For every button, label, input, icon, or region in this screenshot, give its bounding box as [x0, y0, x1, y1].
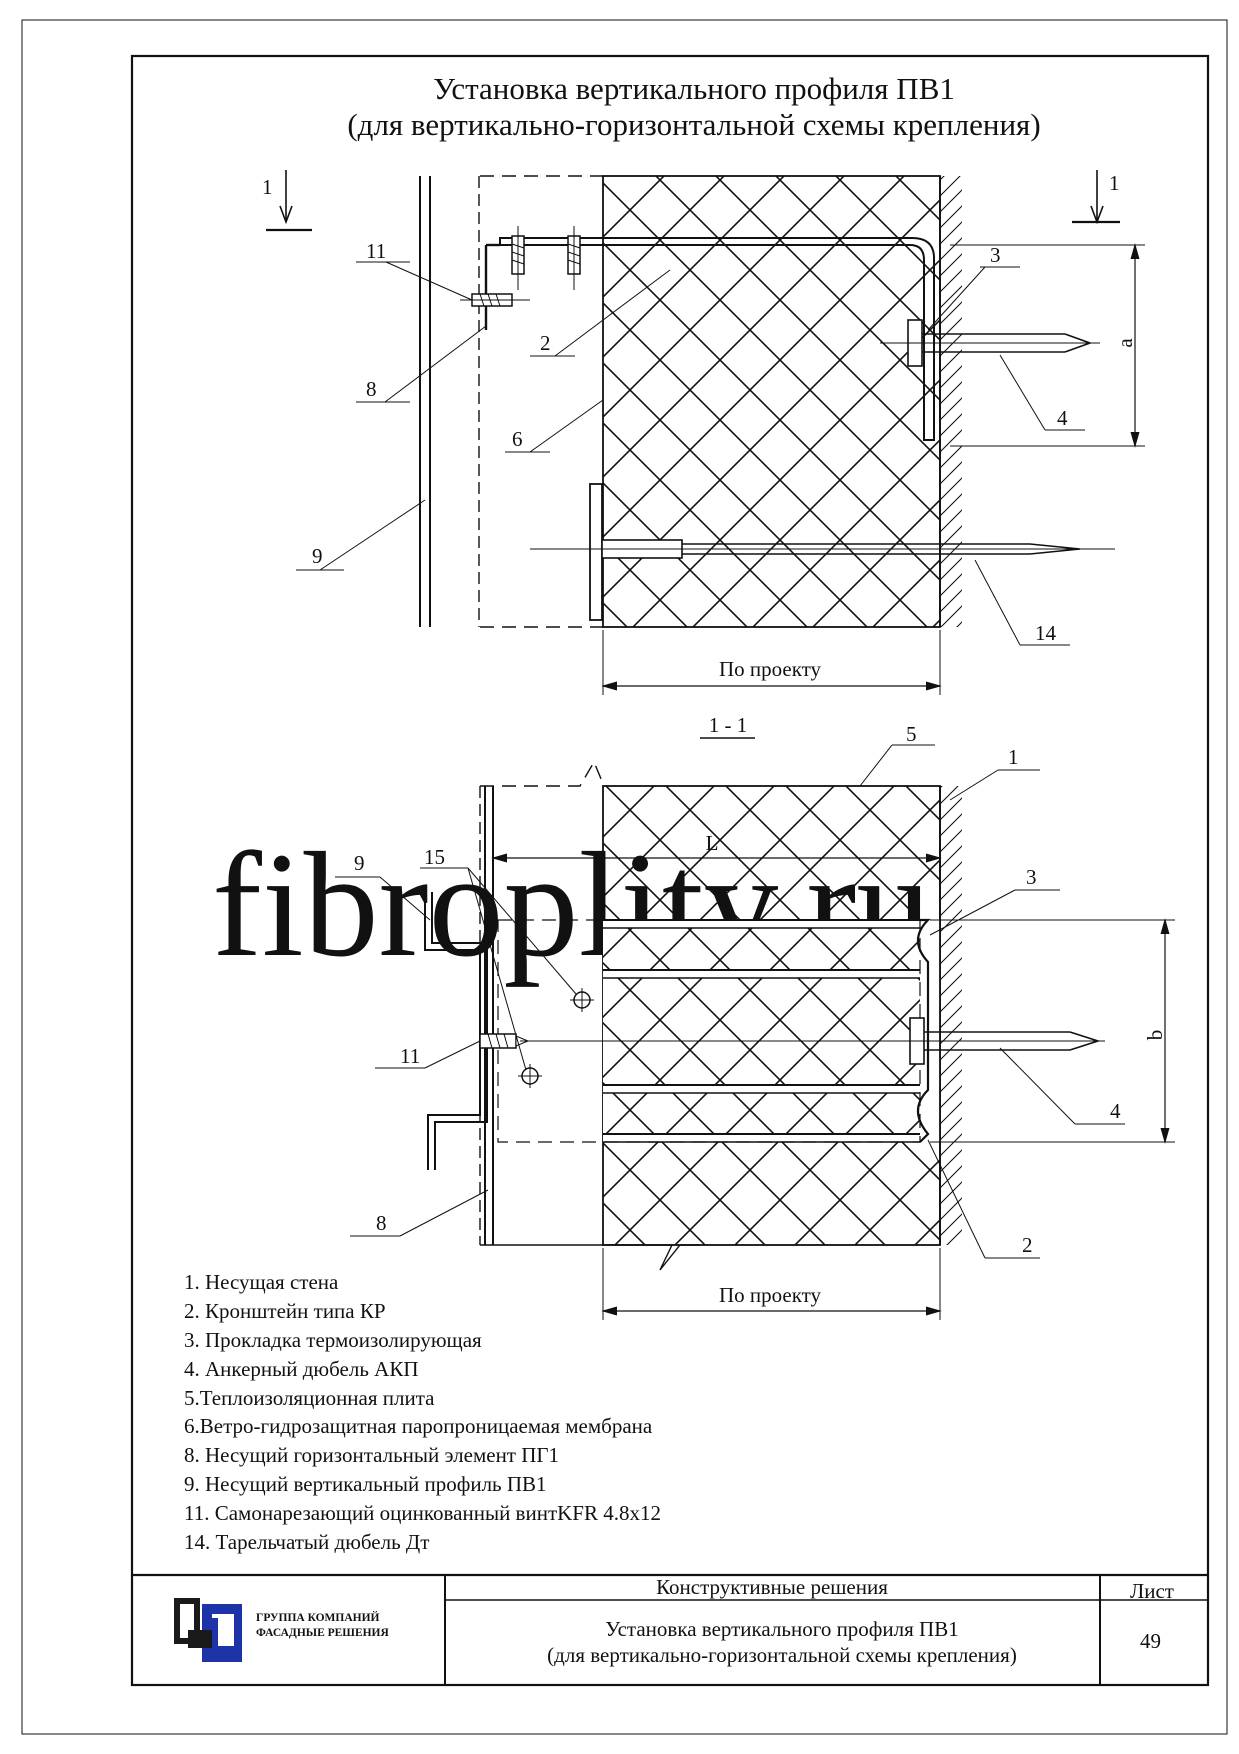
svg-text:2: 2: [540, 331, 551, 355]
plate-dowel: [530, 483, 1115, 621]
callout-3-section: 3: [929, 865, 1060, 936]
svg-text:3: 3: [1026, 865, 1037, 889]
legend-item: 5.Теплоизоляционная плита: [184, 1386, 435, 1410]
rivet-lower: [518, 1064, 542, 1088]
drawing-title-line-1: Установка вертикального профиля ПВ1: [433, 71, 955, 106]
legend: 1. Несущая стена 2. Кронштейн типа КР 3.…: [184, 1270, 661, 1554]
drawing-title-line-2: (для вертикально-горизонтальной схемы кр…: [347, 107, 1040, 142]
callout-1-section: 1: [949, 745, 1040, 801]
legend-item: 14. Тарельчатый дюбель Дт: [184, 1530, 429, 1554]
dimension-width-top: [601, 630, 942, 695]
dimension-L: [491, 853, 942, 863]
svg-text:3: 3: [990, 243, 1001, 267]
z-profile: [424, 892, 481, 1170]
block-title-line-2: (для вертикально-горизонтальной схемы кр…: [547, 1643, 1017, 1667]
callout-8-section: 8: [350, 1189, 489, 1237]
inner-frame: [130, 54, 1210, 1687]
block-title-line-1: Установка вертикального профиля ПВ1: [605, 1617, 958, 1641]
svg-text:15: 15: [424, 845, 445, 869]
dimension-width-bottom: [601, 1248, 942, 1320]
sheet-number: 49: [1140, 1629, 1161, 1653]
svg-text:1: 1: [262, 175, 273, 199]
callout-8-top: 8: [356, 325, 487, 403]
category-label: Конструктивные решения: [656, 1575, 888, 1599]
dimension-width-bottom-label: По проекту: [719, 1283, 822, 1307]
svg-text:4: 4: [1110, 1099, 1121, 1123]
dimension-L-label: L: [706, 831, 719, 855]
title-block: ГРУППА КОМПАНИЙ ФАСАДНЫЕ РЕШЕНИЯ Констру…: [132, 1573, 1208, 1685]
section-view: 1 - 1: [335, 713, 1175, 1320]
callout-9-top: 9: [296, 499, 426, 571]
screw-top-left: [511, 226, 525, 290]
svg-text:6: 6: [512, 427, 523, 451]
callout-3-top: 3: [927, 243, 1020, 331]
section-mark-right: 1: [1072, 170, 1120, 225]
svg-text:14: 14: [1035, 621, 1057, 645]
outer-border: [21, 19, 1228, 1735]
bracket: [499, 237, 935, 441]
load-bearing-wall-section: [940, 786, 962, 1245]
legend-item: 8. Несущий горизонтальный элемент ПГ1: [184, 1443, 559, 1467]
svg-text:4: 4: [1057, 406, 1068, 430]
anchor-dowel: [880, 333, 1100, 353]
callout-5-section: 5: [859, 722, 935, 787]
insulation-plate: [602, 175, 941, 628]
callout-2-top: 2: [530, 269, 671, 357]
screw-top-right: [567, 226, 581, 290]
svg-text:2: 2: [1022, 1233, 1033, 1257]
callout-6-top: 6: [505, 399, 604, 453]
bracket-section: [916, 918, 931, 1143]
legend-item: 6.Ветро-гидрозащитная паропроницаемая ме…: [184, 1414, 653, 1438]
dimension-b-label: b: [1143, 1030, 1167, 1041]
svg-text:9: 9: [354, 851, 365, 875]
legend-item: 2. Кронштейн типа КР: [184, 1299, 386, 1323]
callout-4-section: 4: [999, 1047, 1125, 1125]
screw-side: [460, 293, 530, 307]
company-logo: [174, 1598, 242, 1662]
svg-text:9: 9: [312, 544, 323, 568]
svg-text:8: 8: [376, 1211, 387, 1235]
sheet-label: Лист: [1130, 1579, 1174, 1603]
svg-text:8: 8: [366, 377, 377, 401]
load-bearing-wall: [940, 176, 962, 627]
section-label: 1 - 1: [709, 713, 748, 737]
company-name-line-1: ГРУППА КОМПАНИЙ: [256, 1610, 380, 1624]
legend-item: 3. Прокладка термоизолирующая: [184, 1328, 482, 1352]
dimension-b: [930, 918, 1175, 1144]
dimension-width-top-label: По проекту: [719, 657, 822, 681]
legend-item: 1. Несущая стена: [184, 1270, 339, 1294]
callout-4-top: 4: [999, 354, 1085, 431]
callout-2-section: 2: [927, 1139, 1040, 1259]
rivet-upper: [570, 988, 594, 1012]
section-mark-left: 1: [262, 170, 312, 232]
callout-14-top: 14: [974, 559, 1070, 646]
legend-item: 11. Самонарезающий оцинкованный винтKFR …: [184, 1501, 661, 1525]
legend-item: 4. Анкерный дюбель АКП: [184, 1357, 419, 1381]
dimension-a: [950, 243, 1145, 448]
svg-text:5: 5: [906, 722, 917, 746]
callout-15-section: 15: [420, 845, 577, 1071]
svg-text:1: 1: [1008, 745, 1019, 769]
top-view: 1 1: [262, 170, 1145, 695]
callout-11-section: 11: [375, 1040, 481, 1069]
callout-9-section: 9: [335, 851, 431, 921]
svg-text:11: 11: [400, 1044, 420, 1068]
svg-text:1: 1: [1109, 171, 1120, 195]
callout-11-top: 11: [356, 239, 473, 301]
svg-text:11: 11: [366, 239, 386, 263]
legend-item: 9. Несущий вертикальный профиль ПВ1: [184, 1472, 547, 1496]
dimension-a-label: a: [1113, 338, 1137, 348]
anchor-dowel-section: [520, 1031, 1105, 1051]
company-name-line-2: ФАСАДНЫЕ РЕШЕНИЯ: [256, 1627, 390, 1639]
